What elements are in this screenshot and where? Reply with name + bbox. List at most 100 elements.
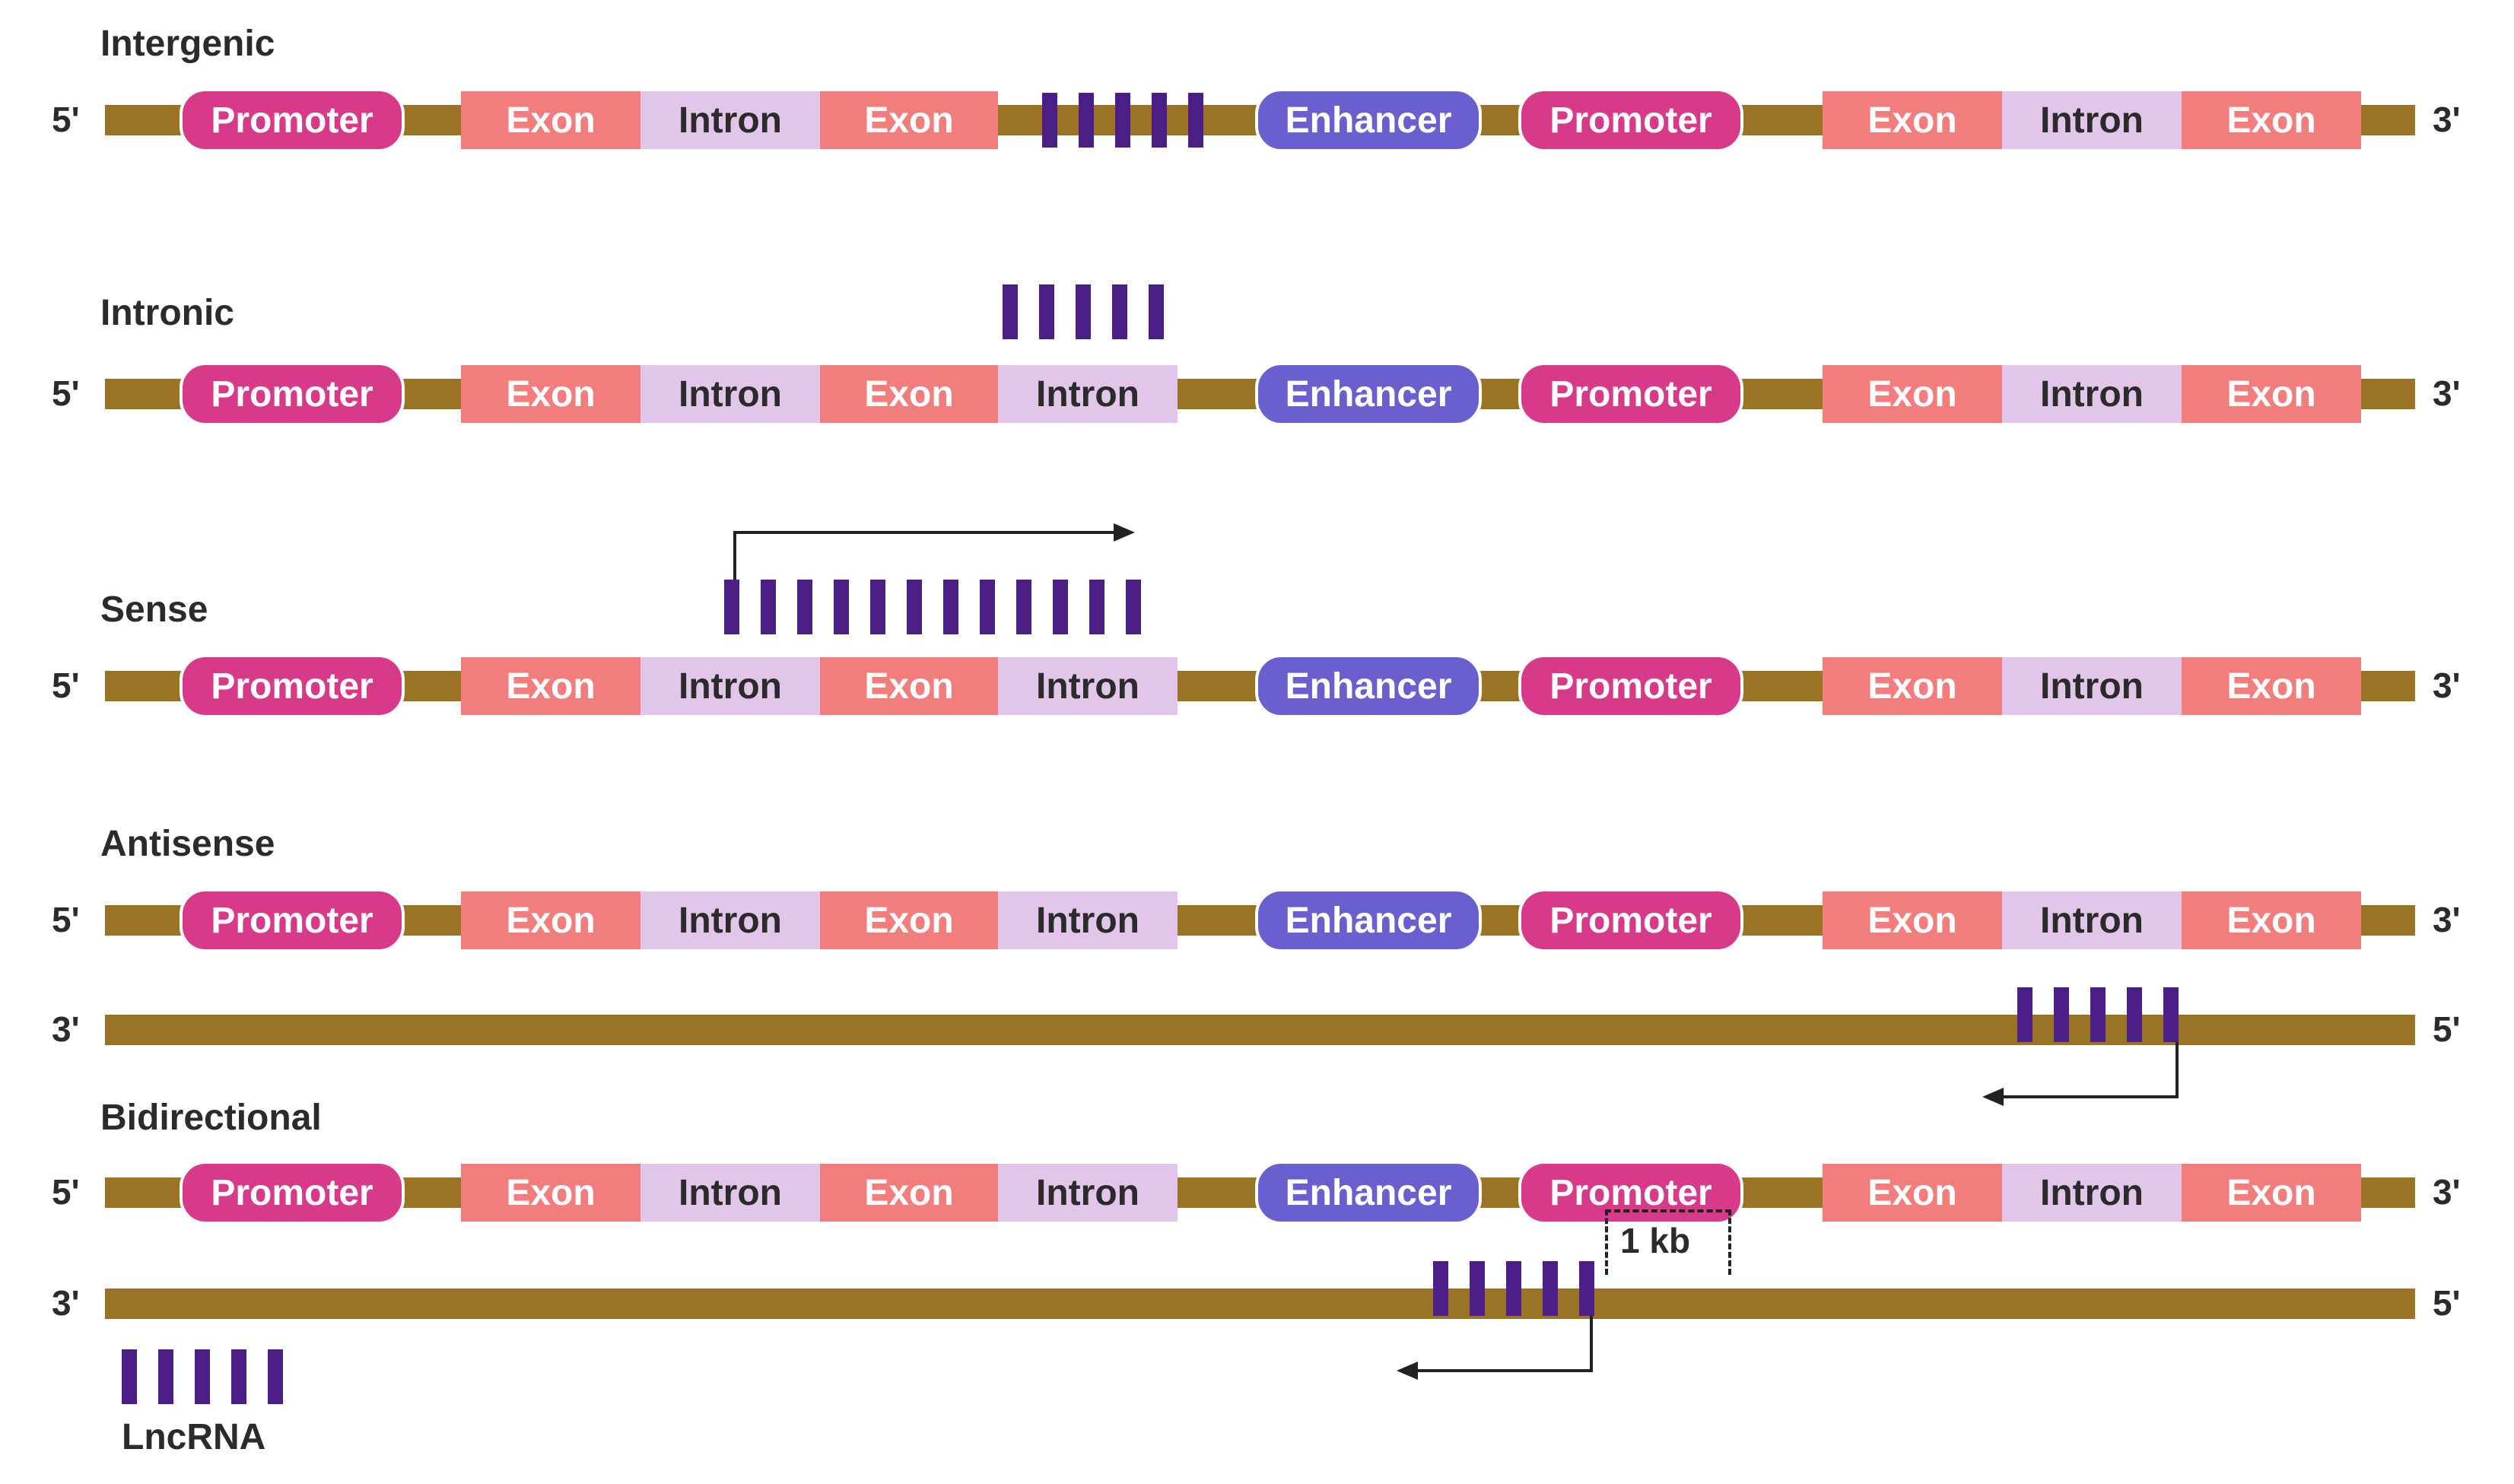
exon-box: Exon: [1823, 657, 2002, 715]
lncrna-segment: [797, 580, 812, 634]
exon-box: Exon: [820, 91, 998, 149]
distance-bracket-left: [1605, 1209, 1608, 1275]
transcription-arrow-head: [1114, 523, 1135, 542]
promoter-box: Promoter: [1518, 362, 1743, 426]
lncrna-segment: [1506, 1261, 1521, 1316]
exon-box: Exon: [1823, 1164, 2002, 1222]
promoter-box: Promoter: [180, 88, 405, 152]
lncrna-segment: [1089, 580, 1104, 634]
promoter-box: Promoter: [1518, 1161, 1743, 1225]
promoter-box: Promoter: [180, 888, 405, 952]
strand-right-end-label: 5': [2433, 1009, 2461, 1049]
distance-bracket-right: [1728, 1209, 1731, 1275]
lncrna-segment: [1470, 1261, 1485, 1316]
exon-box: Exon: [1823, 91, 2002, 149]
exon-box: Exon: [820, 365, 998, 423]
lncrna-segment: [1149, 284, 1164, 339]
intron-box: Intron: [640, 365, 820, 423]
legend-lncrna-icon: [195, 1349, 210, 1404]
lncrna-segment: [2163, 987, 2179, 1042]
antisense-arrow-shaft: [2004, 1095, 2179, 1098]
intron-box: Intron: [2002, 657, 2182, 715]
intron-box: Intron: [998, 891, 1178, 949]
lncrna-segment: [1579, 1261, 1594, 1316]
exon-box: Exon: [2182, 891, 2361, 949]
lncrna-segment: [2127, 987, 2142, 1042]
legend-lncrna-icon: [231, 1349, 246, 1404]
exon-box: Exon: [820, 1164, 998, 1222]
exon-box: Exon: [2182, 91, 2361, 149]
strand-left-end-label: 5': [52, 100, 80, 139]
lncrna-segment: [1039, 284, 1054, 339]
promoter-box: Promoter: [1518, 654, 1743, 718]
strand-left-end-label: 3': [52, 1283, 80, 1323]
lncrna-segment: [907, 580, 922, 634]
antisense-arrow-head: [1982, 1088, 2004, 1106]
legend-lncrna-icon: [122, 1349, 137, 1404]
intron-box: Intron: [2002, 1164, 2182, 1222]
strand-right-end-label: 3': [2433, 1172, 2461, 1212]
exon-box: Exon: [461, 1164, 640, 1222]
lncrna-segment: [761, 580, 776, 634]
lncrna-segment: [1042, 93, 1057, 148]
strand-right-end-label: 3': [2433, 100, 2461, 139]
exon-box: Exon: [2182, 365, 2361, 423]
row-title: Antisense: [100, 824, 275, 864]
lncrna-segment: [1543, 1261, 1558, 1316]
exon-box: Exon: [461, 891, 640, 949]
lncrna-segment: [1188, 93, 1203, 148]
lncrna-segment: [1433, 1261, 1448, 1316]
intron-box: Intron: [640, 91, 820, 149]
lncrna-segment: [1152, 93, 1167, 148]
lncrna-segment: [980, 580, 995, 634]
exon-box: Exon: [461, 365, 640, 423]
bidirectional-arrow-head: [1397, 1362, 1418, 1380]
promoter-box: Promoter: [180, 362, 405, 426]
intron-box: Intron: [998, 657, 1178, 715]
enhancer-box: Enhancer: [1255, 88, 1482, 152]
promoter-box: Promoter: [180, 1161, 405, 1225]
antisense-arrow-stem: [2176, 1042, 2179, 1097]
row-title: Bidirectional: [100, 1098, 322, 1138]
lncrna-segment: [1016, 580, 1031, 634]
strand-left-end-label: 3': [52, 1009, 80, 1049]
row-title: Sense: [100, 589, 208, 630]
bidirectional-arrow-stem: [1590, 1316, 1593, 1371]
enhancer-box: Enhancer: [1255, 362, 1482, 426]
strand-right-end-label: 3': [2433, 666, 2461, 705]
lncrna-segment: [2017, 987, 2032, 1042]
intron-box: Intron: [998, 365, 1178, 423]
intron-box: Intron: [640, 657, 820, 715]
exon-box: Exon: [820, 657, 998, 715]
strand-left-end-label: 5': [52, 1172, 80, 1212]
lncrna-segment: [1115, 93, 1130, 148]
intron-box: Intron: [998, 1164, 1178, 1222]
distance-label: 1 kb: [1620, 1221, 1691, 1260]
lncrna-segment: [724, 580, 739, 634]
lncrna-segment: [1053, 580, 1068, 634]
strand-right-end-label: 5': [2433, 1283, 2461, 1323]
lncrna-segment: [1003, 284, 1018, 339]
intron-box: Intron: [2002, 891, 2182, 949]
intron-box: Intron: [2002, 91, 2182, 149]
strand-right-end-label: 3': [2433, 373, 2461, 413]
exon-box: Exon: [461, 91, 640, 149]
lncrna-segment: [2090, 987, 2106, 1042]
bottom-strand: [105, 1289, 2415, 1319]
lncrna-segment: [1112, 284, 1127, 339]
strand-left-end-label: 5': [52, 666, 80, 705]
row-title: Intronic: [100, 293, 234, 333]
lncrna-segment: [1126, 580, 1141, 634]
lncrna-segment: [943, 580, 958, 634]
legend-label: LncRNA: [122, 1417, 266, 1457]
promoter-box: Promoter: [1518, 888, 1743, 952]
bidirectional-arrow-shaft: [1418, 1369, 1593, 1372]
intron-box: Intron: [640, 891, 820, 949]
lncrna-segment: [834, 580, 849, 634]
lncrna-segment: [1079, 93, 1094, 148]
transcription-arrow-shaft: [733, 531, 1114, 534]
strand-left-end-label: 5': [52, 373, 80, 413]
lncrna-segment: [1076, 284, 1091, 339]
exon-box: Exon: [820, 891, 998, 949]
